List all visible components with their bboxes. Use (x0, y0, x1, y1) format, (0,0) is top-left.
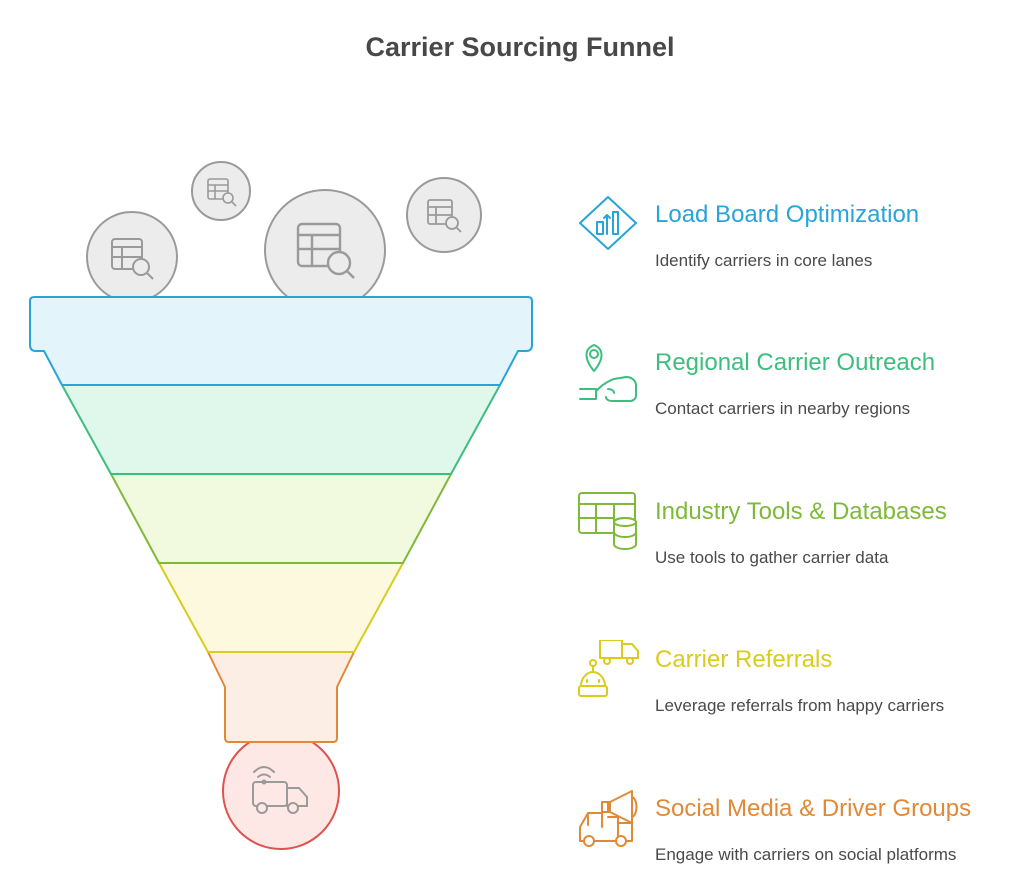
referral-truck-icon (578, 640, 639, 697)
table-search-icon (296, 222, 355, 279)
input-bubble-3 (264, 189, 386, 311)
load-board-icon (579, 196, 637, 250)
stage-title: Load Board Optimization (655, 201, 920, 228)
megaphone-truck-icon (579, 790, 638, 847)
connected-truck-icon (252, 766, 308, 814)
funnel-diagram (29, 161, 533, 850)
table-search-icon (111, 238, 154, 280)
stage-description: Identify carriers in core lanes (655, 251, 873, 270)
location-handshake-icon (579, 344, 637, 402)
table-search-icon (207, 178, 237, 207)
funnel-output (222, 732, 340, 850)
funnel-stage-4 (158, 562, 404, 653)
input-bubble-4 (406, 177, 482, 253)
stage-description: Engage with carriers on social platforms (655, 845, 957, 864)
funnel-stage-1 (29, 296, 533, 386)
stage-title: Regional Carrier Outreach (655, 349, 936, 376)
input-bubble-2 (191, 161, 251, 221)
input-bubble-1 (86, 211, 178, 303)
page-title: Carrier Sourcing Funnel (365, 32, 675, 62)
stage-description: Leverage referrals from happy carriers (655, 696, 945, 715)
table-search-icon (427, 199, 462, 233)
funnel-stage-5 (207, 651, 355, 743)
table-database-icon (578, 492, 637, 550)
stage-title: Carrier Referrals (655, 646, 833, 673)
stage-description: Use tools to gather carrier data (655, 548, 889, 567)
stage-title: Industry Tools & Databases (655, 498, 947, 525)
stage-title: Social Media & Driver Groups (655, 795, 972, 822)
funnel-stage-3 (110, 473, 452, 564)
stage-description: Contact carriers in nearby regions (655, 399, 911, 418)
funnel-stage-2 (61, 384, 501, 475)
